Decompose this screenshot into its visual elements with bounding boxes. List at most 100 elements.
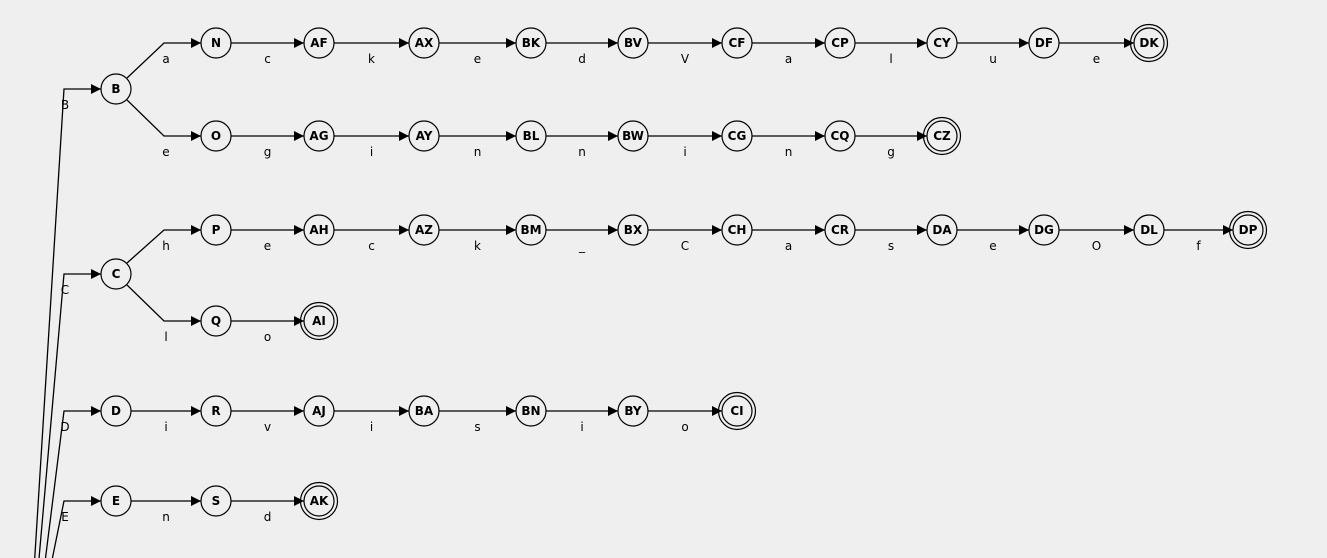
edge-DG-DL: O — [1059, 225, 1134, 253]
state-circle — [926, 27, 958, 59]
edge-label: E — [61, 510, 69, 524]
edge-BL-BW: n — [546, 131, 618, 159]
state-CR[interactable]: CR — [824, 214, 856, 246]
state-label: AX — [415, 36, 434, 50]
state-AJ[interactable]: AJ — [303, 395, 335, 427]
state-Q[interactable]: Q — [200, 305, 232, 337]
state-circle — [1232, 214, 1264, 246]
state-CG[interactable]: CG — [721, 120, 753, 152]
state-BV[interactable]: BV — [617, 27, 649, 59]
state-CF[interactable]: CF — [721, 27, 753, 59]
state-BW[interactable]: BW — [617, 120, 649, 152]
state-DG[interactable]: DG — [1028, 214, 1060, 246]
edge-CQ-CZ: g — [855, 131, 927, 159]
edge-line — [126, 99, 201, 141]
state-BA[interactable]: BA — [408, 395, 440, 427]
edge-label: e — [1093, 52, 1100, 66]
state-BM[interactable]: BM — [515, 214, 547, 246]
state-label: CH — [728, 223, 747, 237]
state-circle — [721, 27, 753, 59]
state-AX[interactable]: AX — [408, 27, 440, 59]
state-S[interactable]: S — [200, 485, 232, 517]
state-AK[interactable]: AK — [299, 481, 339, 521]
state-label: BV — [624, 36, 643, 50]
state-CH[interactable]: CH — [721, 214, 753, 246]
state-label: E — [112, 494, 120, 508]
edge-label: e — [264, 239, 271, 253]
edge-label: a — [785, 239, 792, 253]
state-DK[interactable]: DK — [1129, 23, 1169, 63]
state-CP[interactable]: CP — [824, 27, 856, 59]
state-BK[interactable]: BK — [515, 27, 547, 59]
state-BX[interactable]: BX — [617, 214, 649, 246]
state-BL[interactable]: BL — [515, 120, 547, 152]
nodes-layer: B C D E N AF AX BK BV CF CP CY DF DK O AG AY BL BW CG CQ CZ P A… — [100, 23, 1268, 521]
state-AG[interactable]: AG — [303, 120, 335, 152]
edge-line — [51, 496, 101, 558]
accept-ring — [1129, 23, 1169, 63]
edge-AF-AX: k — [334, 38, 409, 66]
state-AF[interactable]: AF — [303, 27, 335, 59]
state-label: CQ — [830, 129, 849, 143]
edge-label: B — [61, 98, 69, 112]
state-circle — [617, 27, 649, 59]
state-label: CZ — [933, 129, 951, 143]
state-R[interactable]: R — [200, 395, 232, 427]
state-CQ[interactable]: CQ — [824, 120, 856, 152]
state-AZ[interactable]: AZ — [408, 214, 440, 246]
state-label: BL — [523, 129, 540, 143]
state-E[interactable]: E — [100, 485, 132, 517]
state-circle — [617, 214, 649, 246]
state-label: BW — [622, 129, 644, 143]
state-AI[interactable]: AI — [299, 301, 339, 341]
accept-ring — [299, 481, 339, 521]
state-P[interactable]: P — [200, 214, 232, 246]
state-DL[interactable]: DL — [1133, 214, 1165, 246]
state-label: CR — [831, 223, 849, 237]
state-O[interactable]: O — [200, 120, 232, 152]
state-CY[interactable]: CY — [926, 27, 958, 59]
edge-AG-AY: i — [334, 131, 409, 159]
state-label: DL — [1140, 223, 1158, 237]
state-label: BA — [415, 404, 434, 418]
state-DF[interactable]: DF — [1028, 27, 1060, 59]
state-BY[interactable]: BY — [617, 395, 649, 427]
state-DA[interactable]: DA — [926, 214, 958, 246]
edge-ROOT-E: E — [51, 496, 101, 558]
state-N[interactable]: N — [200, 27, 232, 59]
state-circle — [515, 395, 547, 427]
state-circle — [1028, 214, 1060, 246]
edge-CH-CR: a — [752, 225, 825, 253]
state-circle — [824, 27, 856, 59]
edge-CG-CQ: n — [752, 131, 825, 159]
state-circle — [100, 485, 132, 517]
state-D[interactable]: D — [100, 395, 132, 427]
state-label: BK — [522, 36, 541, 50]
edge-label: f — [1196, 239, 1201, 253]
state-CI[interactable]: CI — [717, 391, 757, 431]
edge-CY-DF: u — [957, 38, 1029, 66]
state-label: AG — [309, 129, 328, 143]
edge-C-Q: l — [126, 284, 201, 344]
state-CZ[interactable]: CZ — [922, 116, 962, 156]
edge-N-AF: c — [231, 38, 304, 66]
state-circle — [1028, 27, 1060, 59]
edge-O-AG: g — [231, 131, 304, 159]
edge-label: _ — [578, 239, 586, 253]
state-label: AY — [416, 129, 433, 143]
state-C[interactable]: C — [100, 258, 132, 290]
state-AH[interactable]: AH — [303, 214, 335, 246]
accept-ring — [1228, 210, 1268, 250]
state-BN[interactable]: BN — [515, 395, 547, 427]
edge-label: k — [474, 239, 481, 253]
edge-line — [38, 269, 101, 558]
state-AY[interactable]: AY — [408, 120, 440, 152]
edge-label: e — [474, 52, 481, 66]
edge-label: C — [61, 283, 69, 297]
edge-BA-BN: s — [439, 406, 516, 434]
state-circle — [617, 395, 649, 427]
edge-BM-BX: _ — [546, 225, 618, 253]
state-DP[interactable]: DP — [1228, 210, 1268, 250]
state-B[interactable]: B — [100, 73, 132, 105]
state-circle — [408, 120, 440, 152]
